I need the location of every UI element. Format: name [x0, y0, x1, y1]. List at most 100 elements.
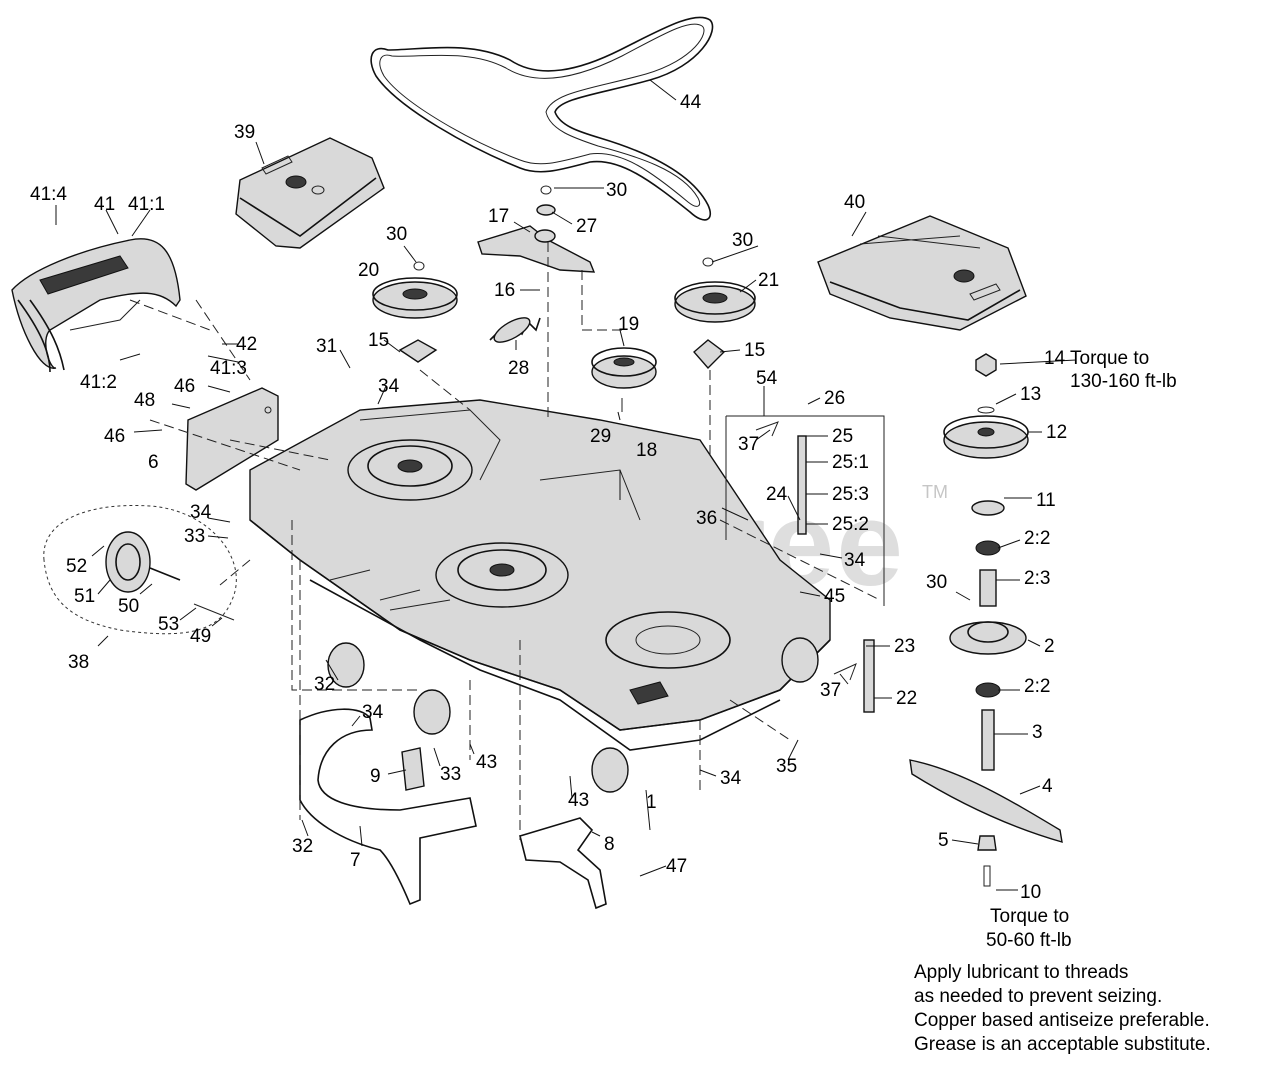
torque-top-line2: 130-160 ft-lb: [1070, 371, 1177, 392]
callout-52: 52: [66, 556, 87, 577]
spring-28: [489, 317, 541, 343]
callout-35: 35: [776, 756, 797, 777]
callout-46: 46: [174, 376, 195, 397]
callout-48: 48: [134, 390, 155, 411]
callout-34: 34: [720, 768, 742, 789]
callout-29: 29: [590, 426, 611, 447]
callout-54: 54: [756, 368, 778, 389]
callout-47: 47: [666, 856, 687, 877]
callout-5: 5: [938, 830, 949, 851]
torque-top-line1: Torque to: [1070, 348, 1149, 369]
callout-25-2: 25:2: [832, 514, 869, 535]
lubricant-note-line4: Grease is an acceptable substitute.: [914, 1034, 1211, 1055]
adjust-rod: [755, 421, 875, 713]
callout-37: 37: [820, 680, 841, 701]
callout-50: 50: [118, 596, 139, 617]
callout-43: 43: [568, 790, 589, 811]
notes: Torque to 50-60 ft-lb Apply lubricant to…: [914, 906, 1211, 1055]
callout-22: 22: [896, 688, 917, 709]
callout-19: 19: [618, 314, 639, 335]
callout-11: 11: [1036, 490, 1056, 511]
lubricant-note-line1: Apply lubricant to threads: [914, 962, 1128, 983]
callout-2-3: 2:3: [1024, 568, 1050, 589]
callout-7: 7: [350, 850, 361, 871]
callout-2-2: 2:2: [1024, 676, 1050, 697]
callout-51: 51: [74, 586, 95, 607]
callout-40: 40: [844, 192, 865, 213]
callout-37: 37: [738, 434, 759, 455]
callout-30: 30: [606, 180, 627, 201]
callout-45: 45: [824, 586, 845, 607]
callout-25-1: 25:1: [832, 452, 869, 473]
torque-bottom-line2: 50-60 ft-lb: [986, 930, 1072, 951]
callout-36: 36: [696, 508, 717, 529]
callout-23: 23: [894, 636, 915, 657]
belt-cover-39: [235, 137, 385, 249]
callout-25: 25: [832, 426, 853, 447]
deck-wheels: [327, 637, 819, 793]
assembly-guide-lines: [129, 242, 885, 840]
callout-20: 20: [358, 260, 379, 281]
callout-46: 46: [104, 426, 125, 447]
callout-26: 26: [824, 388, 845, 409]
callout-44: 44: [680, 92, 702, 113]
leader-lines: [55, 79, 1077, 891]
pulley-19: [591, 347, 657, 412]
callout-33: 33: [184, 526, 205, 547]
callout-41: 41: [94, 194, 115, 215]
callout-2: 2: [1044, 636, 1055, 657]
callout-39: 39: [234, 122, 255, 143]
callout-28: 28: [508, 358, 529, 379]
callout-14: 14: [1044, 348, 1066, 369]
pulley-21: [674, 257, 756, 370]
callout-15: 15: [368, 330, 389, 351]
spindle-assembly: [909, 353, 1063, 887]
drive-belt: [370, 16, 714, 221]
idler-arm: [477, 185, 596, 273]
callout-34: 34: [844, 550, 866, 571]
lubricant-note-line2: as needed to prevent seizing.: [914, 986, 1162, 1007]
callout-labels: 41:4 41 41:1 39 44 30 27 17 30 30 20 16 …: [30, 92, 1177, 903]
callout-41-3: 41:3: [210, 358, 247, 379]
callout-24: 24: [766, 484, 788, 505]
torque-bottom-line1: Torque to: [990, 906, 1069, 927]
callout-34: 34: [378, 376, 400, 397]
callout-30: 30: [926, 572, 947, 593]
watermark-trademark: TM: [922, 482, 948, 502]
callout-2-2: 2:2: [1024, 528, 1050, 549]
baffle-8: [519, 817, 607, 910]
pulley-20: [372, 261, 458, 363]
callout-21: 21: [758, 270, 779, 291]
callout-9: 9: [370, 766, 381, 787]
belt-cover-40: [817, 215, 1027, 331]
callout-31: 31: [316, 336, 337, 357]
callout-32: 32: [292, 836, 313, 857]
callout-43: 43: [476, 752, 497, 773]
mower-deck: [249, 399, 831, 751]
bracket-6: [185, 387, 279, 491]
callout-32: 32: [314, 674, 335, 695]
callout-30: 30: [732, 230, 753, 251]
callout-34: 34: [190, 502, 212, 523]
callout-33: 33: [440, 764, 461, 785]
callout-3: 3: [1032, 722, 1043, 743]
caster-wheel-assembly: [43, 504, 237, 635]
callout-49: 49: [190, 626, 211, 647]
callout-16: 16: [494, 280, 515, 301]
bracket-9: [401, 747, 425, 791]
callout-8: 8: [604, 834, 615, 855]
callout-41-4: 41:4: [30, 184, 67, 205]
callout-12: 12: [1046, 422, 1067, 443]
callout-1: 1: [646, 792, 657, 813]
callout-13: 13: [1020, 384, 1041, 405]
callout-38: 38: [68, 652, 89, 673]
callout-10: 10: [1020, 882, 1041, 903]
callout-41-1: 41:1: [128, 194, 165, 215]
baffle-7: [299, 708, 477, 906]
callout-42: 42: [236, 334, 257, 355]
callout-30: 30: [386, 224, 407, 245]
callout-41-2: 41:2: [80, 372, 117, 393]
deck-cover-left: [11, 238, 181, 373]
